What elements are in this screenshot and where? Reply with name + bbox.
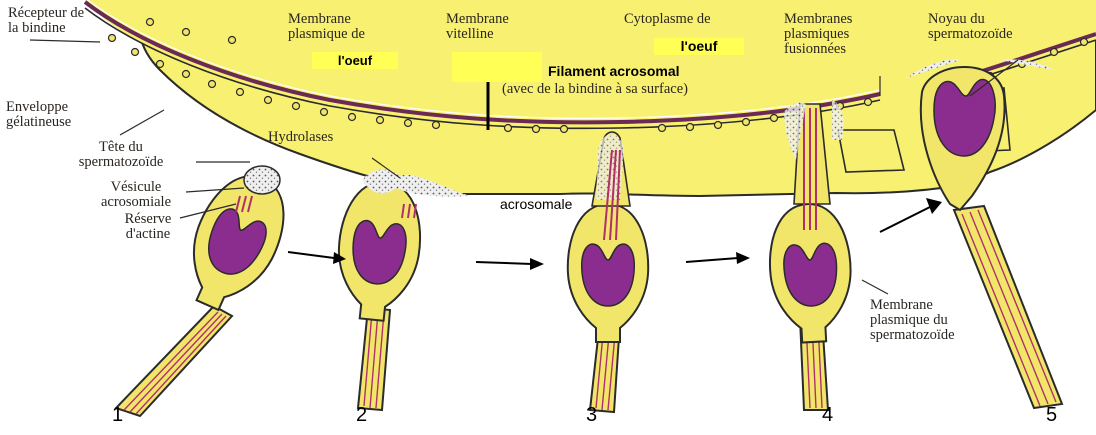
- stage-number-4: 4: [822, 404, 833, 427]
- stage-number-1: 1: [112, 404, 123, 427]
- label-reserve-actine: Réserve d'actine: [108, 212, 188, 242]
- stage-number-5: 5: [1046, 404, 1057, 427]
- highlight-vitelline-blank: [452, 52, 542, 82]
- label-bindine-surface: (avec de la bindine à sa surface): [502, 82, 688, 97]
- label-membrane-vitelline: Membrane vitelline: [446, 12, 526, 42]
- label-filament-acrosomal: Filament acrosomal: [548, 64, 680, 79]
- label-recepteur-bindine: Récepteur de la bindine: [8, 6, 98, 36]
- label-membrane-plasmique-spermatozoide: Membrane plasmique du spermatozoïde: [870, 298, 990, 343]
- stage-number-3: 3: [586, 404, 597, 427]
- highlight-oeuf-1: l'oeuf: [312, 52, 398, 69]
- sperm-stage-2: [332, 170, 470, 410]
- label-acrosomale: acrosomale: [500, 196, 572, 212]
- stage-number-2: 2: [356, 404, 367, 427]
- highlight-oeuf-2: l'oeuf: [654, 38, 744, 55]
- label-membrane-plasmique-oeuf: Membrane plasmique de: [288, 12, 398, 42]
- label-vesicule-acrosomiale: Vésicule acrosomiale: [86, 180, 186, 210]
- label-tete-spermatozoide: Tête du spermatozoïde: [56, 140, 186, 170]
- label-enveloppe-gelatineuse: Enveloppe gélatineuse: [6, 100, 116, 130]
- arrow-1-2: [288, 252, 334, 258]
- label-hydrolases: Hydrolases: [268, 130, 333, 145]
- label-membranes-fusionnees: Membranes plasmiques fusionnées: [784, 12, 884, 57]
- label-cytoplasme-oeuf: Cytoplasme de: [624, 12, 724, 27]
- label-noyau-spermatozoide: Noyau du spermatozoïde: [928, 12, 1048, 42]
